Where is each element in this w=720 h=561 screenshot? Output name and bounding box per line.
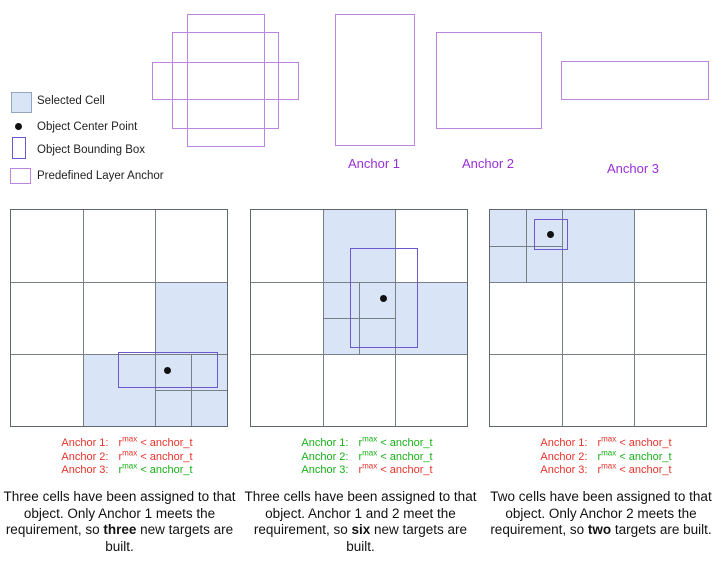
anchor-3-label: Anchor 3 <box>606 161 660 176</box>
subdivision-line-horizontal <box>490 245 562 247</box>
anchor-condition-label: Anchor 2: <box>540 450 588 463</box>
grid-line-horizontal <box>11 353 227 355</box>
grid-example-1 <box>10 209 228 427</box>
caption-text: Three cells have been assigned to that o… <box>3 489 236 538</box>
anchor-condition-row: Anchor 3: rmax < anchor_t <box>497 461 715 478</box>
caption-text: Three cells have been assigned to that o… <box>244 489 477 538</box>
object-bounding-box-swatch <box>12 137 26 159</box>
caption-3: Two cells have been assigned to that obj… <box>483 489 719 539</box>
caption-text: targets are built. <box>611 522 712 538</box>
anchor-condition-row: Anchor 1: rmax < anchor_t <box>497 434 715 451</box>
legend-label-object-bounding-box: Object Bounding Box <box>37 144 146 156</box>
anchor-condition-label: Anchor 3: <box>540 464 588 476</box>
grid-line-horizontal <box>251 353 467 355</box>
anchor-condition-label: Anchor 1: <box>540 437 588 449</box>
grid-example-2 <box>250 209 468 427</box>
selected-cell <box>562 210 634 282</box>
anchor-1-label: Anchor 1 <box>347 156 401 171</box>
anchor-condition-row: Anchor 3: rmax < anchor_t <box>18 461 236 478</box>
grid-line-horizontal <box>490 353 706 355</box>
anchor-condition-label: Anchor 1: <box>61 437 109 449</box>
grid-line-vertical <box>633 210 635 426</box>
anchor-condition-label: Anchor 3: <box>61 464 109 476</box>
predefined-anchor-rect <box>152 62 299 100</box>
predefined-layer-anchor-swatch <box>10 168 31 184</box>
selected-cell <box>83 354 155 426</box>
object-center-dot <box>546 230 554 238</box>
anchor-condition-label: Anchor 2: <box>61 450 109 463</box>
anchor-condition-formula: rmax < anchor_t <box>358 434 433 449</box>
anchor-condition-label: Anchor 2: <box>301 450 349 463</box>
legend-label-selected-cell: Selected Cell <box>37 95 105 107</box>
grid-line-vertical <box>154 210 156 426</box>
subdivision-line-horizontal <box>323 317 395 319</box>
caption-2: Three cells have been assigned to that o… <box>243 489 478 555</box>
selected-cell <box>395 282 467 354</box>
anchor-condition-formula: rmax < anchor_t <box>118 461 193 476</box>
object-bounding-box <box>350 248 418 348</box>
object-center-dot <box>380 295 388 303</box>
subdivision-line-horizontal <box>155 389 227 391</box>
anchor-example-rect-3 <box>561 61 709 100</box>
caption-text: new targets are built. <box>346 522 468 554</box>
legend-label-object-center-point: Object Center Point <box>37 121 138 133</box>
anchor-2-label: Anchor 2 <box>461 156 515 171</box>
anchor-condition-label: Anchor 1: <box>301 437 349 449</box>
caption-bold-text: six <box>351 522 371 538</box>
anchor-condition-formula: rmax < anchor_t <box>597 447 672 463</box>
anchor-condition-formula: rmax < anchor_t <box>118 447 193 463</box>
anchor-condition-row: Anchor 2: rmax < anchor_t <box>258 447 476 465</box>
grid-line-horizontal <box>11 281 227 283</box>
caption-text: new targets are built. <box>105 522 234 554</box>
object-center-dot <box>164 366 171 374</box>
anchor-condition-row: Anchor 3: rmax < anchor_t <box>258 461 476 478</box>
anchor-condition-row: Anchor 1: rmax < anchor_t <box>18 434 236 451</box>
anchor-condition-formula: rmax < anchor_t <box>358 461 433 476</box>
predefined-anchor-rect <box>187 14 265 147</box>
selected-cell <box>155 282 227 354</box>
grid-line-horizontal <box>490 281 706 283</box>
grid-line-vertical <box>561 210 563 426</box>
object-bounding-box <box>117 352 218 388</box>
caption-bold-text: three <box>103 522 137 538</box>
predefined-anchor-rect <box>172 32 279 129</box>
anchor-condition-row: Anchor 1: rmax < anchor_t <box>258 434 476 451</box>
anchor-condition-formula: rmax < anchor_t <box>597 434 672 449</box>
anchor-example-rect-2 <box>436 32 542 129</box>
grid-line-vertical <box>394 210 396 426</box>
grid-example-3 <box>489 209 707 427</box>
selected-cell-swatch <box>11 92 32 113</box>
anchor-condition-row: Anchor 2: rmax < anchor_t <box>497 447 715 465</box>
selected-cell <box>323 210 395 282</box>
anchor-condition-row: Anchor 2: rmax < anchor_t <box>18 447 236 465</box>
caption-1: Three cells have been assigned to that o… <box>3 489 236 555</box>
anchor-condition-formula: rmax < anchor_t <box>358 447 433 463</box>
anchor-condition-formula: rmax < anchor_t <box>118 434 193 449</box>
object-center-point-dot <box>15 123 22 130</box>
caption-bold-text: two <box>587 522 612 538</box>
anchor-condition-label: Anchor 3: <box>301 464 349 476</box>
anchor-example-rect-1 <box>335 14 415 146</box>
caption-text: Two cells have been assigned to that obj… <box>490 489 712 538</box>
grid-line-vertical <box>82 210 84 426</box>
legend-label-predefined-layer-anchor: Predefined Layer Anchor <box>37 170 164 182</box>
anchor-condition-formula: rmax < anchor_t <box>597 461 672 476</box>
object-bounding-box <box>533 218 569 250</box>
